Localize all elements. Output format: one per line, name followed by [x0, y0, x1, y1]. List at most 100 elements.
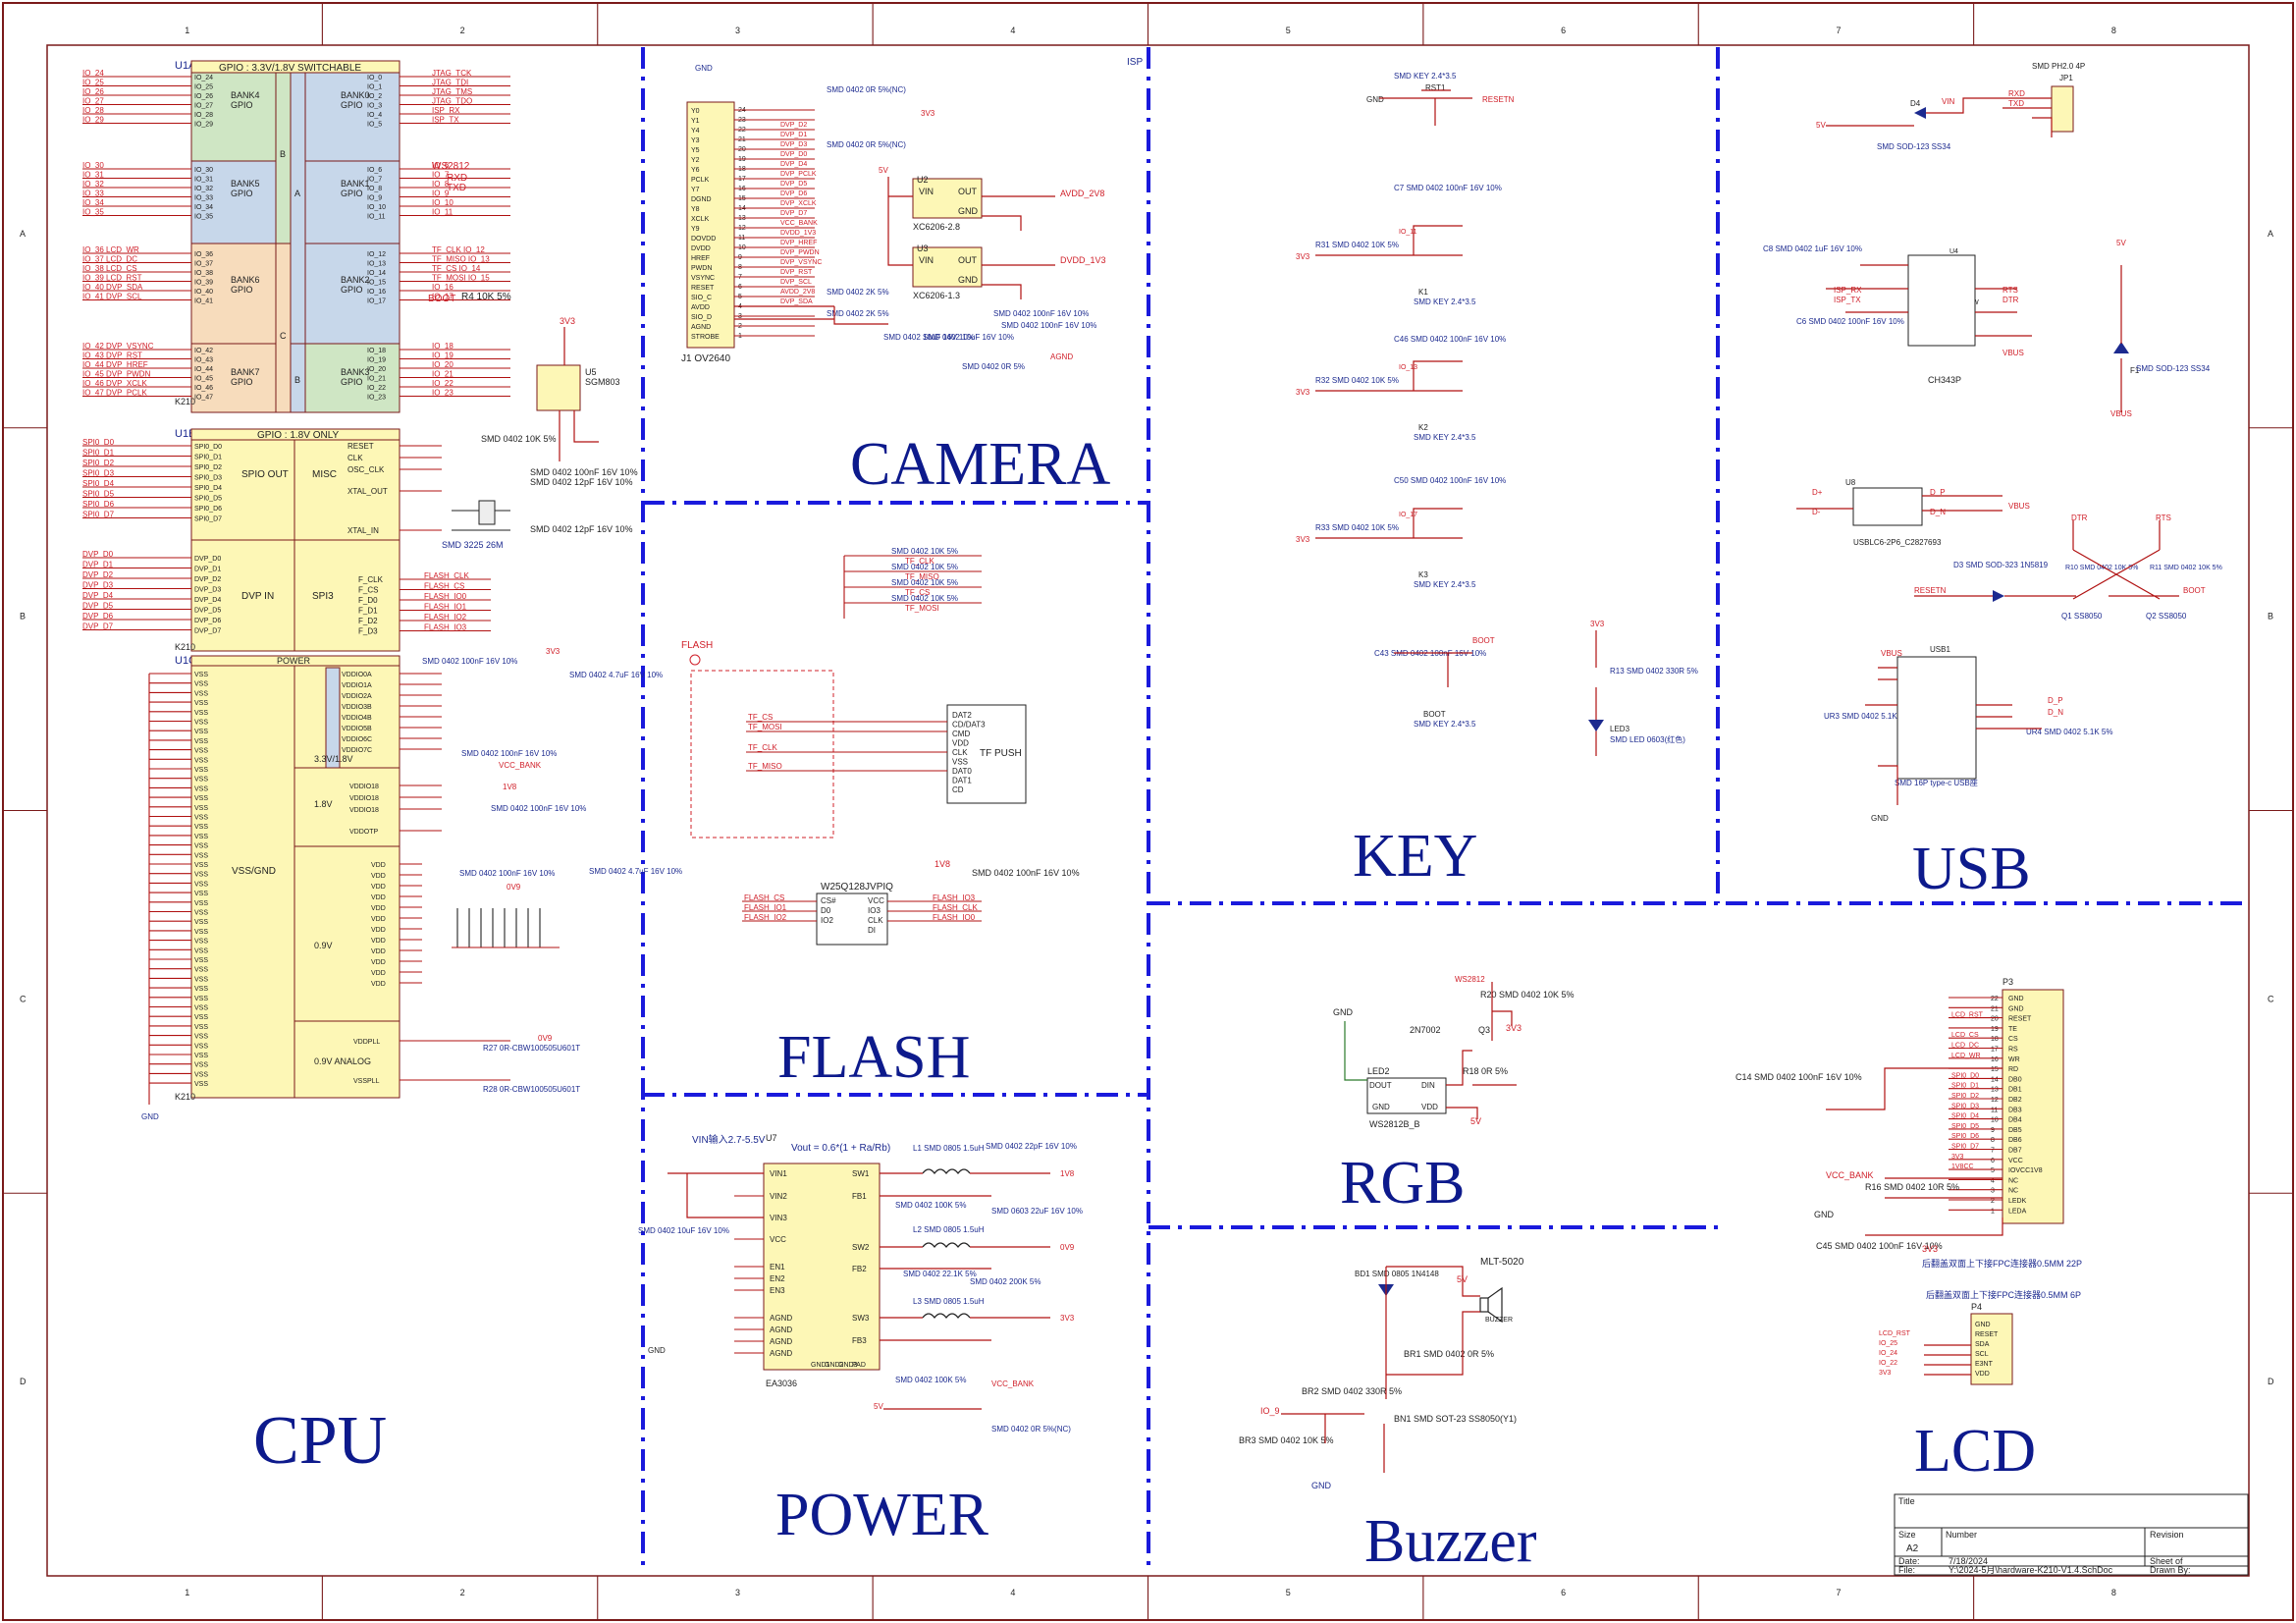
sgm803-ref: U5 [585, 367, 597, 377]
u1b-block-misc: MISC [312, 469, 337, 480]
u1a-left-net: IO_36 LCD_WR [82, 245, 139, 254]
w25q-net: FLASH_IO1 [744, 903, 787, 912]
vss-pin: VSS [194, 872, 208, 879]
grid-row-left: B [20, 612, 26, 622]
u1b-block-spio: SPIO OUT [241, 469, 289, 480]
spio-net: SPI0_D6 [82, 500, 115, 509]
buzzer-diode: BD1 SMD 0805 1N4148 [1355, 1270, 1439, 1278]
misc-pin: XTAL_OUT [347, 487, 388, 496]
w25q-chip [816, 893, 888, 946]
vss-pin: VSS [194, 681, 208, 688]
rgb-net: WS2812 [1455, 975, 1485, 984]
bank-label: GPIO [341, 100, 363, 110]
bank3-block [304, 343, 400, 413]
u1a-right-net: TF_CLK IO_12 [432, 245, 485, 254]
dvp-net: DVP_D4 [82, 591, 114, 600]
u1a-left-net: IO_33 [82, 189, 104, 198]
p3-pin: CS [2008, 1036, 2018, 1043]
title-label: Title [1898, 1496, 1915, 1506]
ea-left-pin: VIN2 [770, 1192, 787, 1201]
f1-5v: 5V [2116, 239, 2126, 247]
u1a-pin-name: IO_23 [367, 395, 386, 402]
u1a-left-net: IO_40 DVP_SDA [82, 283, 143, 292]
ldo2-pin-out: OUT [958, 255, 978, 265]
vdd-pin: VDD [371, 981, 386, 988]
vss-pin: VSS [194, 824, 208, 831]
bank7-block [190, 343, 277, 413]
section-title-power: POWER [775, 1482, 989, 1548]
io-rail: VDDIO2A [342, 693, 372, 700]
spio-pin: SPI0_D1 [194, 455, 222, 461]
flash-net: FLASH_CLK [424, 571, 469, 580]
spio-pin: SPI0_D7 [194, 516, 222, 523]
typec-connector [1896, 656, 1977, 780]
u1a-pin-name: IO_8 [367, 186, 382, 192]
p3-net: LCD_DC [1951, 1043, 1979, 1050]
pullup-net: TF_CS [905, 588, 930, 597]
cam-pin: Y0 [691, 108, 700, 115]
u1a-pin-name: IO_25 [194, 84, 213, 91]
cpu-section: CPU U1A GPIO : 3.3V/1.8V SWITCHABLE BANK… [82, 60, 682, 1479]
ea-left-pin: AGND [770, 1349, 792, 1358]
bank-letter: A [294, 189, 300, 198]
section-title-buzzer: Buzzer [1364, 1508, 1537, 1575]
date-label: Date: [1898, 1556, 1920, 1566]
grid-col-top: 3 [735, 26, 740, 35]
flash-1v8: 1V8 [934, 859, 950, 869]
power-wires [667, 1172, 1050, 1410]
u1a-left-net: IO_24 [82, 69, 104, 78]
p3-pin: LEDK [2008, 1198, 2027, 1205]
u1a-left-net: IO_46 DVP_XCLK [82, 379, 147, 388]
vss-pin: VSS [194, 795, 208, 802]
u1c-body [190, 665, 400, 1099]
d4-5v: 5V [1816, 121, 1826, 130]
ldo2-pin-gnd: GND [958, 275, 979, 285]
power-note: SMD 0603 22uF 16V 10% [991, 1207, 1083, 1216]
vss-pin: VSS [194, 805, 208, 812]
esd-d-p: D_P [1930, 488, 1946, 497]
grid-row-right: D [2268, 1377, 2274, 1386]
u1a-left-net: IO_30 [82, 161, 104, 170]
cam-pin: RESET [691, 285, 715, 292]
rst-part: SMD KEY 2.4*3.5 [1394, 72, 1457, 81]
bank-label: GPIO [231, 100, 253, 110]
p3-pin: GND [2008, 996, 2024, 1002]
cam-net: DVP_PCLK [780, 171, 817, 178]
u1a-right-net: IO_18 [432, 342, 454, 351]
grid-col-top: 6 [1561, 26, 1566, 35]
u1a-pin-name: IO_33 [194, 195, 213, 202]
u1b-ref: U1B [175, 428, 195, 440]
sheet-label: Sheet of [2150, 1556, 2183, 1566]
tf-net: TF_CS [748, 713, 773, 722]
u1c-cap-note: SMD 0402 100nF 16V 10% [461, 749, 557, 758]
w25q-pin: CLK [868, 916, 883, 925]
u1a-left-net: IO_42 DVP_VSYNC [82, 342, 154, 351]
u1a-pin-name: IO_6 [367, 167, 382, 174]
vss-pin: VSS [194, 767, 208, 774]
u1b-cap-1: SMD 0402 100nF 16V 10% [530, 467, 638, 477]
ldo1-ref: U2 [917, 175, 929, 185]
u1a-left-net: IO_38 LCD_CS [82, 264, 137, 273]
bank-label: GPIO [231, 285, 253, 295]
ea-left-pin: EN3 [770, 1286, 785, 1295]
lcd-c45: C45 SMD 0402 100nF 16V 10% [1816, 1241, 1943, 1251]
vdd-pin: VDD [371, 905, 386, 912]
p3-pin-number: 22 [1991, 996, 1999, 1002]
vss-pin: VSS [194, 1024, 208, 1031]
u1a-pin-name: IO_22 [367, 385, 386, 392]
esd-vbus: VBUS [2008, 502, 2030, 511]
u1a-left-net: IO_32 [82, 180, 104, 189]
auto-q2: Q2 SS8050 [2146, 612, 2187, 621]
p4-pin: E3NT [1975, 1361, 1994, 1368]
dvp-pin: DVP_D7 [194, 628, 221, 635]
power-out: 0V9 [1060, 1243, 1075, 1252]
spio-net: SPI0_D5 [82, 490, 115, 499]
power-note: SMD 0402 100K 5% [895, 1201, 967, 1210]
typec-gnd: GND [1871, 814, 1889, 823]
ea-left-pin: VIN1 [770, 1169, 787, 1178]
u1a-right-net: TF_MOSI IO_15 [432, 274, 490, 283]
ea-bottom-pin: GND2 [825, 1362, 844, 1369]
cam-net: DVP_SDA [780, 298, 813, 305]
p3-pin-number: 8 [1991, 1137, 1995, 1144]
vss-pin: VSS [194, 815, 208, 822]
